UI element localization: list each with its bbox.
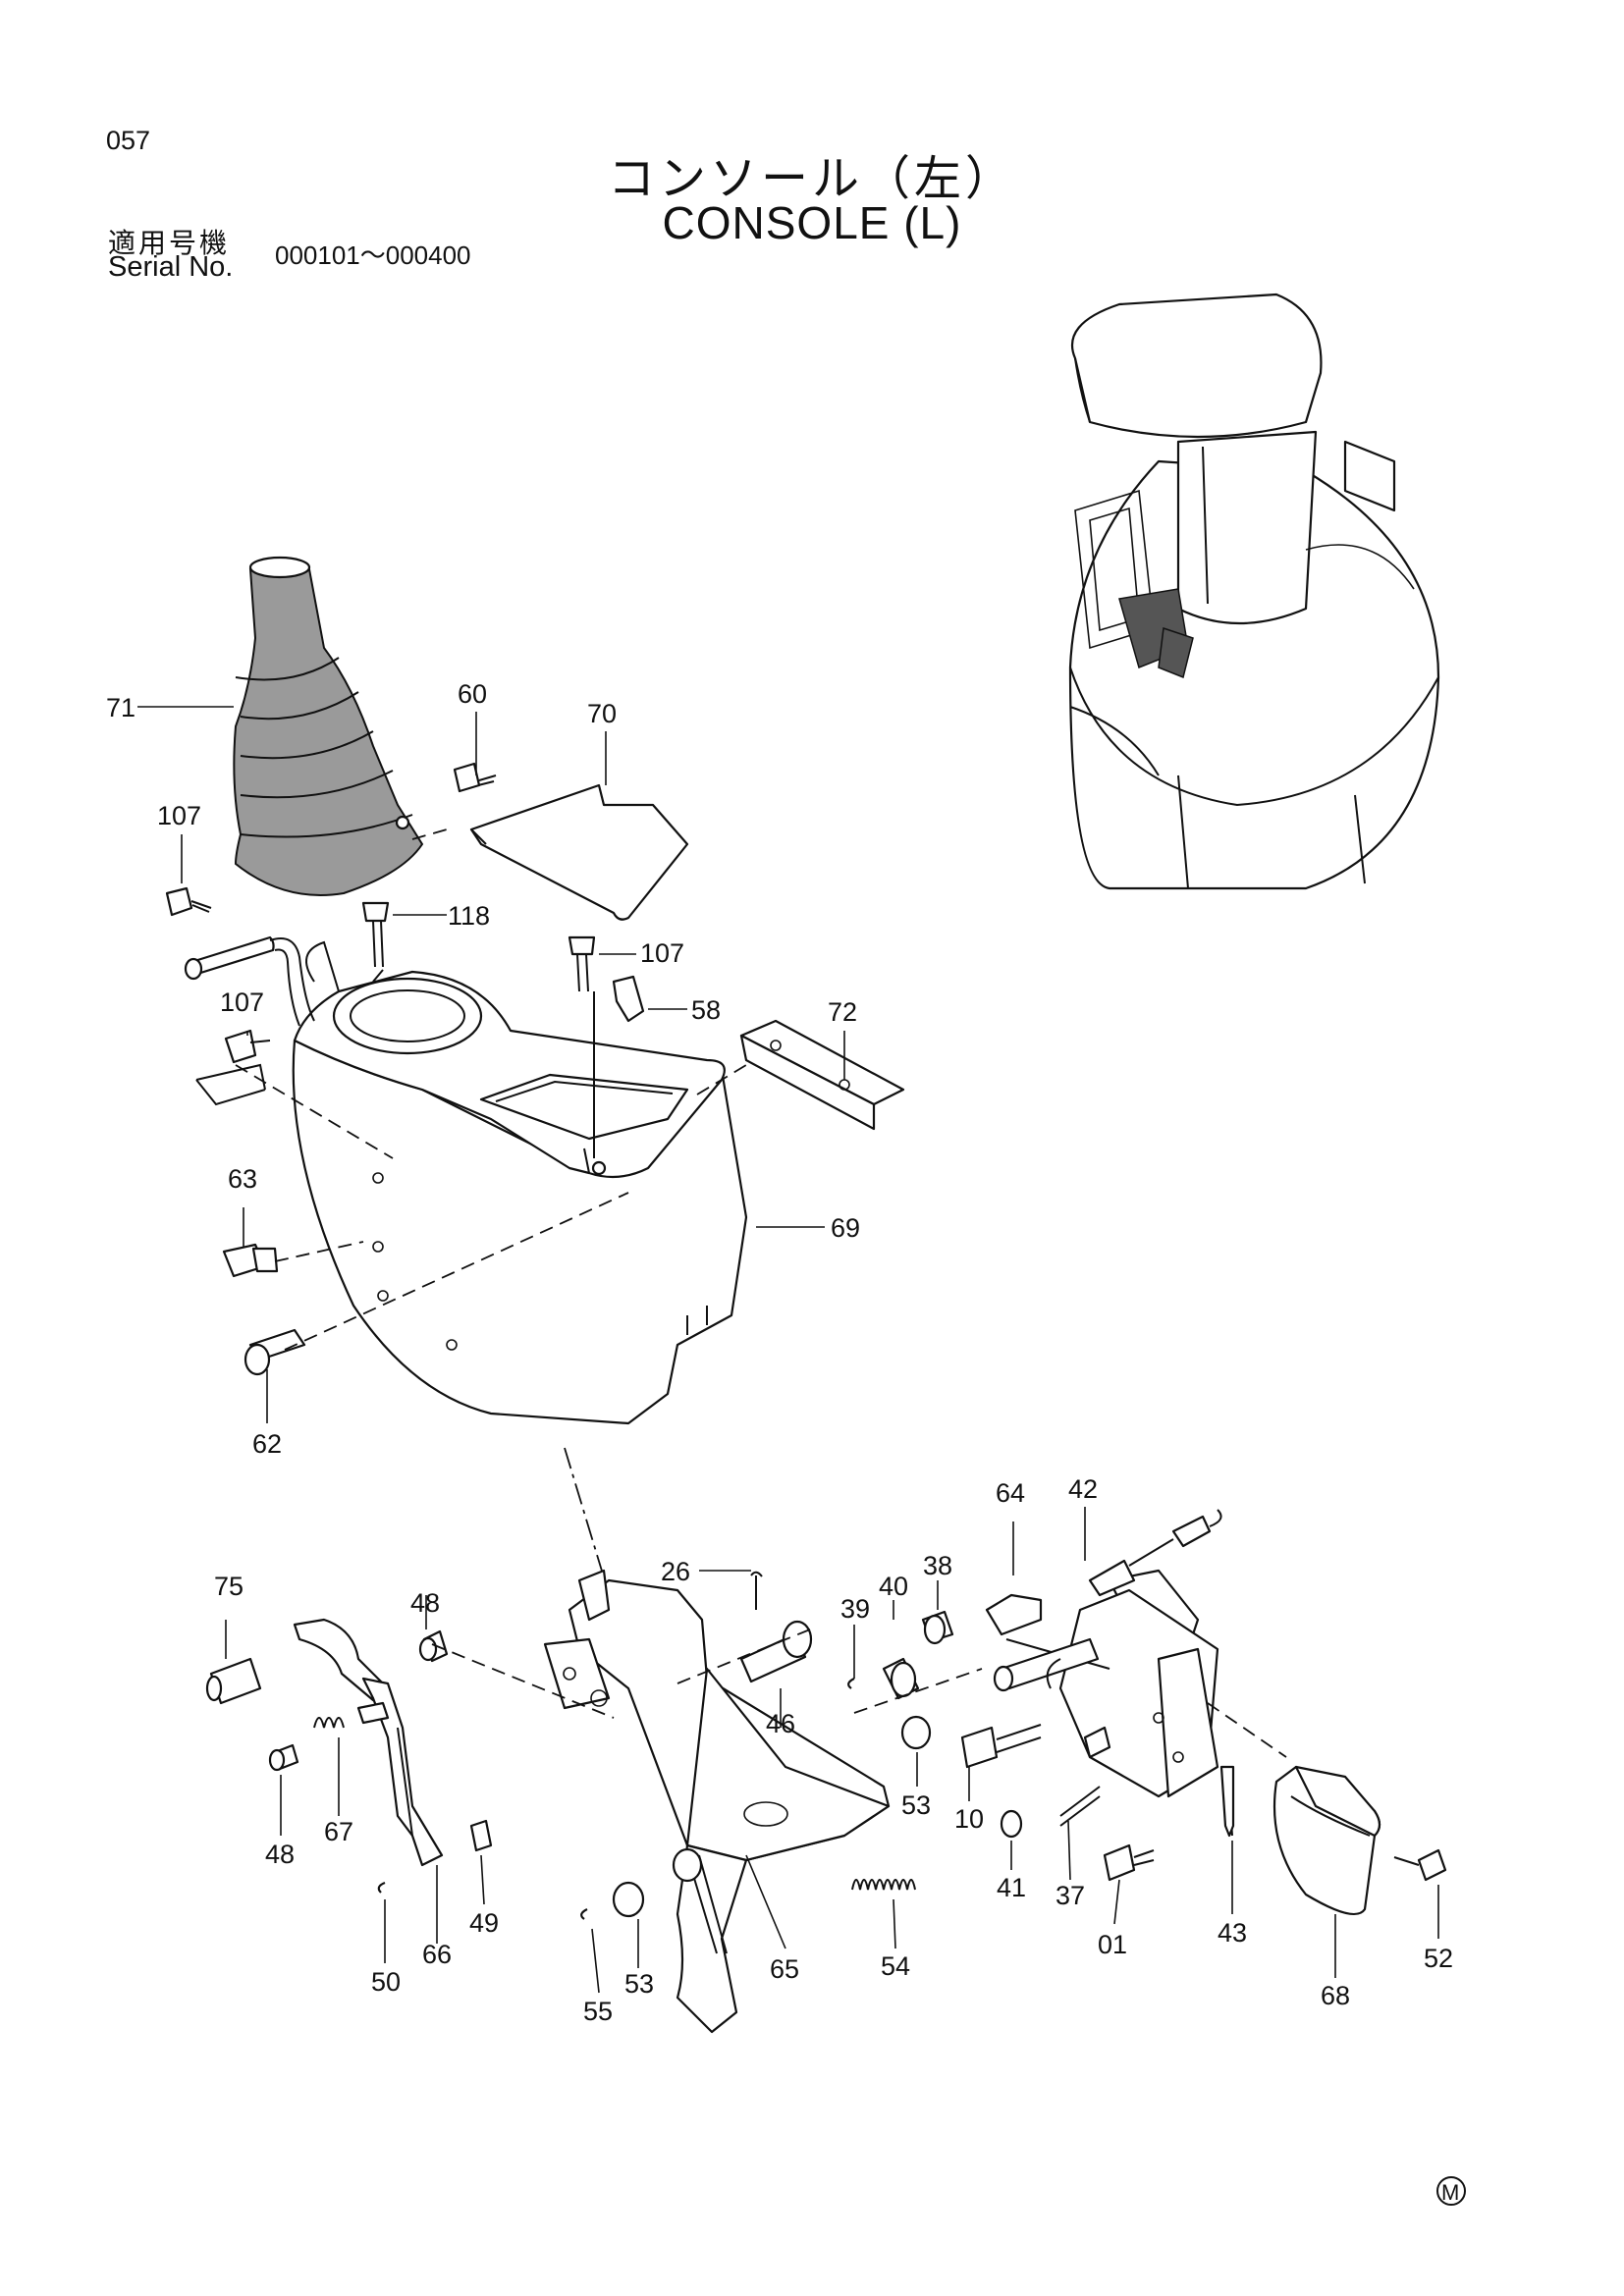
callout-64: 64 <box>996 1478 1025 1508</box>
callout-43: 43 <box>1218 1918 1247 1948</box>
callout-49: 49 <box>469 1908 499 1938</box>
callout-118: 118 <box>448 901 490 931</box>
fasteners-lower-left <box>580 1847 703 1920</box>
callout-65: 65 <box>770 1954 799 1984</box>
callout-10: 10 <box>954 1804 984 1834</box>
callout-38: 38 <box>923 1551 952 1580</box>
lever-assembly-left <box>205 1618 1287 1894</box>
callout-75: 75 <box>214 1572 244 1601</box>
fasteners-lower-right <box>900 1715 1235 1882</box>
bracket-part-65 <box>543 1569 891 2034</box>
callout-52: 52 <box>1424 1944 1453 1973</box>
callout-58: 58 <box>691 995 721 1025</box>
fasteners-top <box>165 762 645 1376</box>
callout-70: 70 <box>587 699 617 728</box>
m-mark: M <box>1436 2176 1466 2206</box>
m-mark-letter: M <box>1441 2180 1459 2205</box>
page-number: 057 <box>106 126 151 155</box>
callout-107: 107 <box>157 801 201 830</box>
callout-46: 46 <box>766 1709 795 1738</box>
callout-48: 48 <box>265 1840 295 1869</box>
callout-01: 01 <box>1098 1930 1127 1959</box>
serial-range: 000101～000400 <box>275 240 471 270</box>
cover-plate-part-70 <box>469 783 689 921</box>
callout-107: 107 <box>220 988 264 1017</box>
console-handle <box>184 935 315 1027</box>
pin-part-46 <box>739 1571 813 1683</box>
callout-39: 39 <box>840 1594 870 1624</box>
callout-71: 71 <box>106 693 135 722</box>
callout-53: 53 <box>901 1790 931 1820</box>
leader-lines <box>137 706 1439 1994</box>
callout-41: 41 <box>997 1873 1026 1902</box>
callout-42: 42 <box>1068 1474 1098 1504</box>
callout-60: 60 <box>458 679 487 709</box>
callout-69: 69 <box>831 1213 860 1243</box>
callout-53: 53 <box>624 1969 654 1999</box>
callout-37: 37 <box>1056 1881 1085 1910</box>
callout-72: 72 <box>828 997 857 1027</box>
callout-67: 67 <box>324 1817 353 1846</box>
callout-107: 107 <box>640 938 684 968</box>
part-callouts: 71 60 70 107 118 107 107 58 72 63 69 62 … <box>106 679 1453 2026</box>
spring-part-54 <box>851 1879 916 1891</box>
callout-55: 55 <box>583 1997 613 2026</box>
callout-48: 48 <box>410 1588 440 1618</box>
serial-label-english: Serial No. <box>108 251 234 283</box>
callout-54: 54 <box>881 1951 910 1981</box>
bracket-part-72 <box>739 1019 905 1131</box>
boot-part-71 <box>233 556 424 896</box>
callout-63: 63 <box>228 1164 257 1194</box>
callout-62: 62 <box>252 1429 282 1459</box>
bushings-39-40-38 <box>847 1610 954 1700</box>
console-body-part-69 <box>292 940 748 1425</box>
title-japanese: コンソール（左） <box>607 151 1016 206</box>
title-english: CONSOLE (L) <box>662 197 962 248</box>
callout-26: 26 <box>661 1557 690 1586</box>
cover-part-68 <box>1272 1765 1447 1916</box>
cable-and-bracket-64-42 <box>985 1509 1222 1798</box>
callout-68: 68 <box>1321 1981 1350 2010</box>
serial-label-japanese: 適用号機 <box>108 227 231 259</box>
callout-50: 50 <box>371 1967 401 1997</box>
callout-40: 40 <box>879 1572 908 1601</box>
console-inset-view <box>1068 293 1440 890</box>
callout-66: 66 <box>422 1940 452 1969</box>
